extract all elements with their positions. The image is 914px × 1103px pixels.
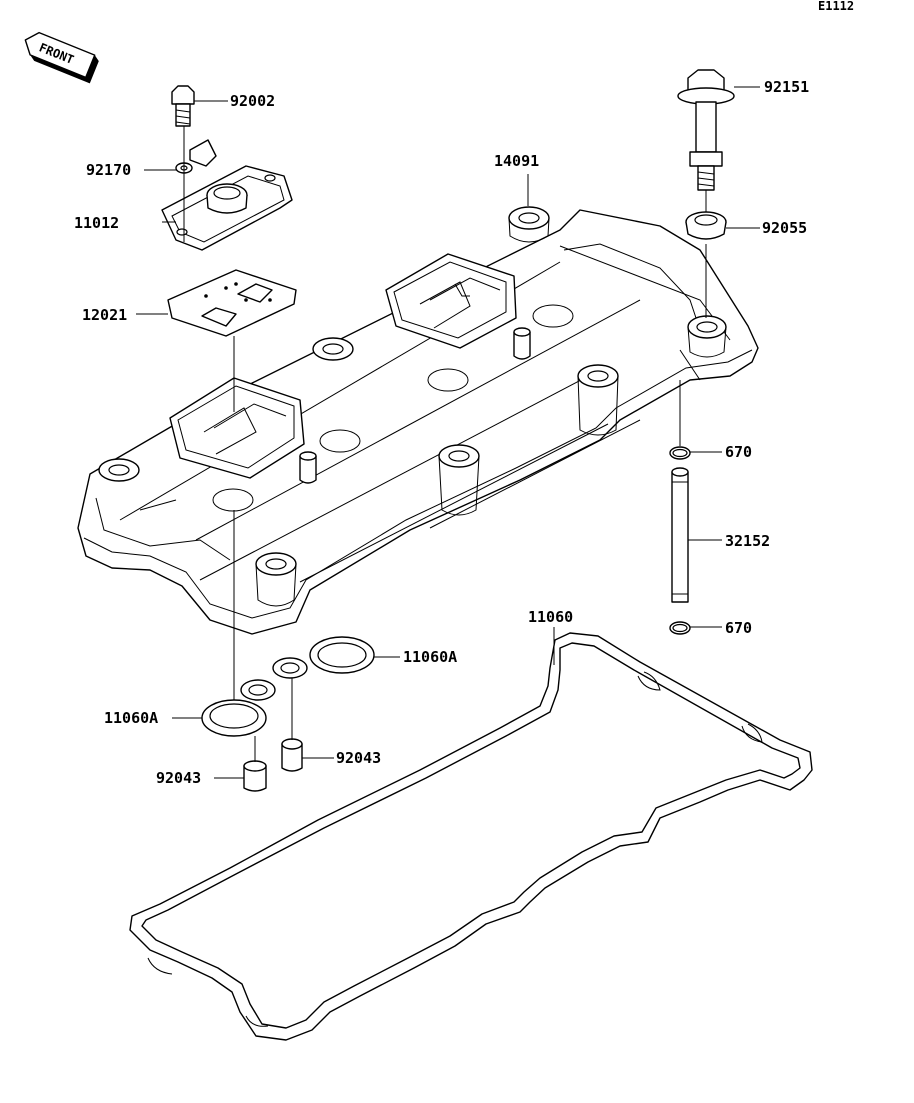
cover-bolt (677, 69, 735, 191)
pipe (671, 467, 689, 603)
collar-left (243, 760, 267, 792)
head-cover-gasket (129, 632, 813, 1041)
label-92151: 92151 (764, 78, 809, 96)
breather-cover (161, 165, 293, 251)
label-11012: 11012 (74, 214, 119, 232)
grommet (685, 211, 727, 240)
label-11060A-left: 11060A (104, 709, 158, 727)
cover-boss (438, 444, 480, 516)
label-12021: 12021 (82, 306, 127, 324)
cover-boss (255, 552, 297, 607)
label-670-upper: 670 (725, 443, 752, 461)
label-14091: 14091 (494, 152, 539, 170)
collar-right (281, 738, 303, 772)
breather-port (385, 253, 517, 349)
plug-gasket-right (272, 636, 375, 679)
cover-boss (312, 337, 354, 361)
label-92002: 92002 (230, 92, 275, 110)
page-code: E1112 (818, 0, 854, 13)
cover-boss (98, 458, 140, 482)
bolt-small (171, 85, 195, 127)
label-11060: 11060 (528, 608, 573, 626)
front-arrow-icon: FRONT (24, 31, 99, 84)
label-92043-left: 92043 (156, 769, 201, 787)
cover-boss (508, 206, 550, 243)
cylinder-head-cover (77, 206, 759, 635)
breather-gasket (167, 269, 297, 337)
cover-boss (577, 364, 619, 436)
plug-gasket-left (201, 679, 276, 737)
leader-lines (136, 86, 760, 779)
label-92170: 92170 (86, 161, 131, 179)
label-92043-right: 92043 (336, 749, 381, 767)
label-32152: 32152 (725, 532, 770, 550)
label-670-lower: 670 (725, 619, 752, 637)
label-92055: 92055 (762, 219, 807, 237)
label-11060A-right: 11060A (403, 648, 457, 666)
cover-boss (687, 315, 727, 358)
plate-washer (175, 139, 217, 174)
